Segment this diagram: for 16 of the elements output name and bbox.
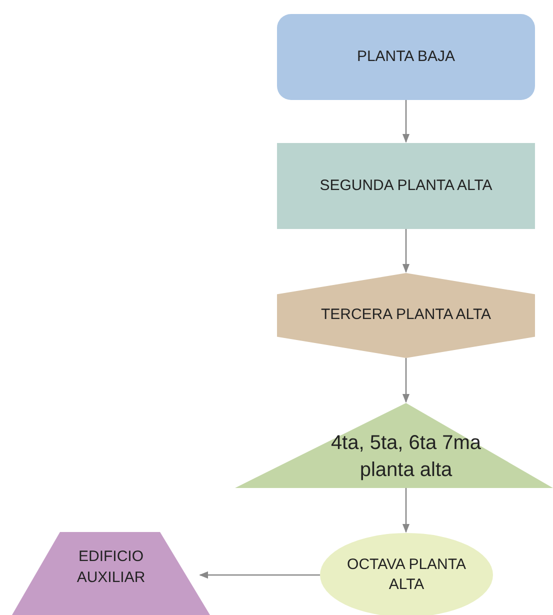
node-label: PLANTA BAJA <box>356 46 456 67</box>
arrow <box>402 488 410 533</box>
node-label: EDIFICIO AUXILIAR <box>76 547 146 588</box>
node-label: OCTAVA PLANTA ALTA <box>346 554 467 595</box>
process-box <box>277 14 535 100</box>
node-label: TERCERA PLANTA ALTA <box>320 305 492 326</box>
process-box <box>277 143 535 229</box>
hexagon-shape <box>277 273 535 358</box>
node-label: SEGUNDA PLANTA ALTA <box>320 176 492 196</box>
node-label: 4ta, 5ta, 6ta 7ma planta alta <box>330 430 482 482</box>
arrow <box>402 229 410 273</box>
trapezoid-shape <box>12 532 210 615</box>
arrow <box>402 358 410 403</box>
arrow <box>199 571 320 579</box>
triangle-shape <box>235 403 553 488</box>
arrow <box>402 100 410 143</box>
